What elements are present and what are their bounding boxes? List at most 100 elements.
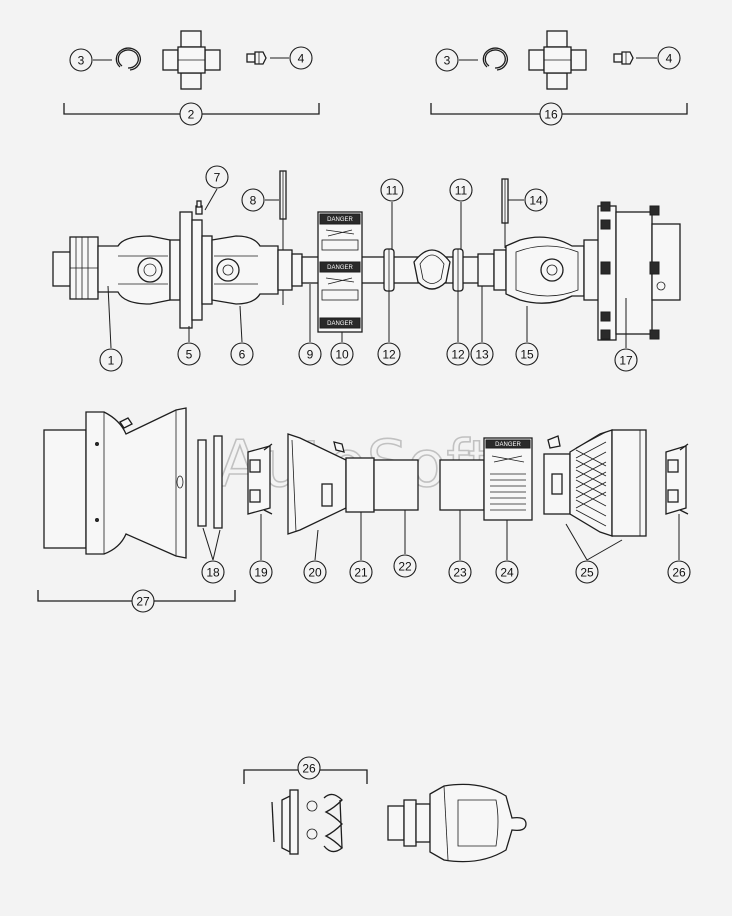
callout-c1: 1 (99, 348, 123, 372)
callout-number: 26 (302, 762, 316, 776)
callout-number: 1 (108, 354, 115, 368)
callout-c12b: 12 (446, 342, 470, 366)
callout-number: 22 (398, 560, 412, 574)
callout-number: 20 (308, 566, 322, 580)
callout-circle (470, 342, 494, 366)
callout-circle (249, 560, 273, 584)
inner-tube-21-22 (345, 457, 419, 560)
callout-circle (448, 560, 472, 584)
callout-circle (377, 342, 401, 366)
callout-c20: 20 (303, 560, 327, 584)
callout-c10: 10 (330, 342, 354, 366)
callout-c6: 6 (230, 342, 254, 366)
callout-circle (515, 342, 539, 366)
callout-circle (330, 342, 354, 366)
callout-c4a: 4 (289, 46, 313, 70)
svg-text:DANGER: DANGER (327, 321, 353, 327)
callout-number: 24 (500, 566, 514, 580)
callout-number: 14 (529, 194, 543, 208)
callout-number: 6 (239, 348, 246, 362)
callout-number: 7 (214, 171, 221, 185)
main-shaft-assembly: DANGER DANGER DANGER (52, 170, 681, 341)
grease-nipple-4-right (613, 51, 634, 65)
callout-circle (575, 560, 599, 584)
callout-circle (657, 46, 681, 70)
warning-decal-10: DANGER DANGER DANGER (317, 211, 363, 333)
warning-decal-24: DANGER (483, 437, 533, 560)
callout-circle (99, 348, 123, 372)
callout-c26b: 26 (297, 756, 321, 780)
callout-c19: 19 (249, 560, 273, 584)
callout-c12a: 12 (377, 342, 401, 366)
callout-number: 23 (453, 566, 467, 580)
callout-c26a: 26 (667, 560, 691, 584)
callout-circle (297, 756, 321, 780)
callout-circle (179, 102, 203, 126)
snap-ring-3-left (115, 47, 141, 71)
leader-lines-main (107, 188, 627, 349)
callout-c5: 5 (177, 342, 201, 366)
callout-circle (449, 178, 473, 202)
callout-c17: 17 (614, 348, 638, 372)
callout-c9: 9 (298, 342, 322, 366)
callout-c16: 16 (539, 102, 563, 126)
pin-spring-detail (271, 789, 343, 855)
callout-number: 19 (254, 566, 268, 580)
callout-c3b: 3 (435, 48, 459, 72)
snap-ring-3-right (482, 47, 508, 71)
callout-circle (539, 102, 563, 126)
svg-text:DANGER: DANGER (327, 265, 353, 271)
callout-c4b: 4 (657, 46, 681, 70)
guard-cone-27 (43, 407, 187, 559)
callout-circle (230, 342, 254, 366)
clutch-bolts (600, 201, 660, 340)
yoke-detail (387, 783, 527, 863)
callout-circle (446, 342, 470, 366)
callout-number: 12 (451, 348, 465, 362)
callout-number: 10 (335, 348, 349, 362)
callout-circle (524, 188, 548, 212)
bearing-ring-26 (665, 443, 689, 560)
callout-circle (205, 165, 229, 189)
callout-circle (435, 48, 459, 72)
callout-c22: 22 (393, 554, 417, 578)
callout-circle (303, 560, 327, 584)
callout-number: 8 (250, 194, 257, 208)
callout-circle (495, 560, 519, 584)
callout-circle (177, 342, 201, 366)
callout-c2: 2 (179, 102, 203, 126)
callout-circle (241, 188, 265, 212)
cross-journal-left (162, 30, 221, 90)
svg-text:DANGER: DANGER (327, 217, 353, 223)
callout-number: 26 (672, 566, 686, 580)
svg-text:DANGER: DANGER (495, 442, 521, 448)
guard-cone-25 (543, 429, 647, 561)
callout-number: 4 (298, 52, 305, 66)
callout-c23: 23 (448, 560, 472, 584)
callout-number: 3 (78, 54, 85, 68)
callout-circle (289, 46, 313, 70)
callout-circle (667, 560, 691, 584)
callout-c15: 15 (515, 342, 539, 366)
callout-number: 27 (136, 595, 150, 609)
callout-c27: 27 (131, 589, 155, 613)
outer-tube-23 (439, 459, 485, 560)
callout-circle (201, 560, 225, 584)
callout-number: 17 (619, 354, 633, 368)
callout-c24: 24 (495, 560, 519, 584)
callout-number: 15 (520, 348, 534, 362)
callout-c18: 18 (201, 560, 225, 584)
callout-number: 9 (307, 348, 314, 362)
callout-circle (349, 560, 373, 584)
grease-nipple-4-left (246, 51, 267, 65)
callout-number: 21 (354, 566, 368, 580)
callout-number: 2 (188, 108, 195, 122)
callout-number: 5 (186, 348, 193, 362)
callout-c3a: 3 (69, 48, 93, 72)
callout-number: 25 (580, 566, 594, 580)
callout-c8: 8 (241, 188, 265, 212)
callout-circle (131, 589, 155, 613)
callout-circle (380, 178, 404, 202)
